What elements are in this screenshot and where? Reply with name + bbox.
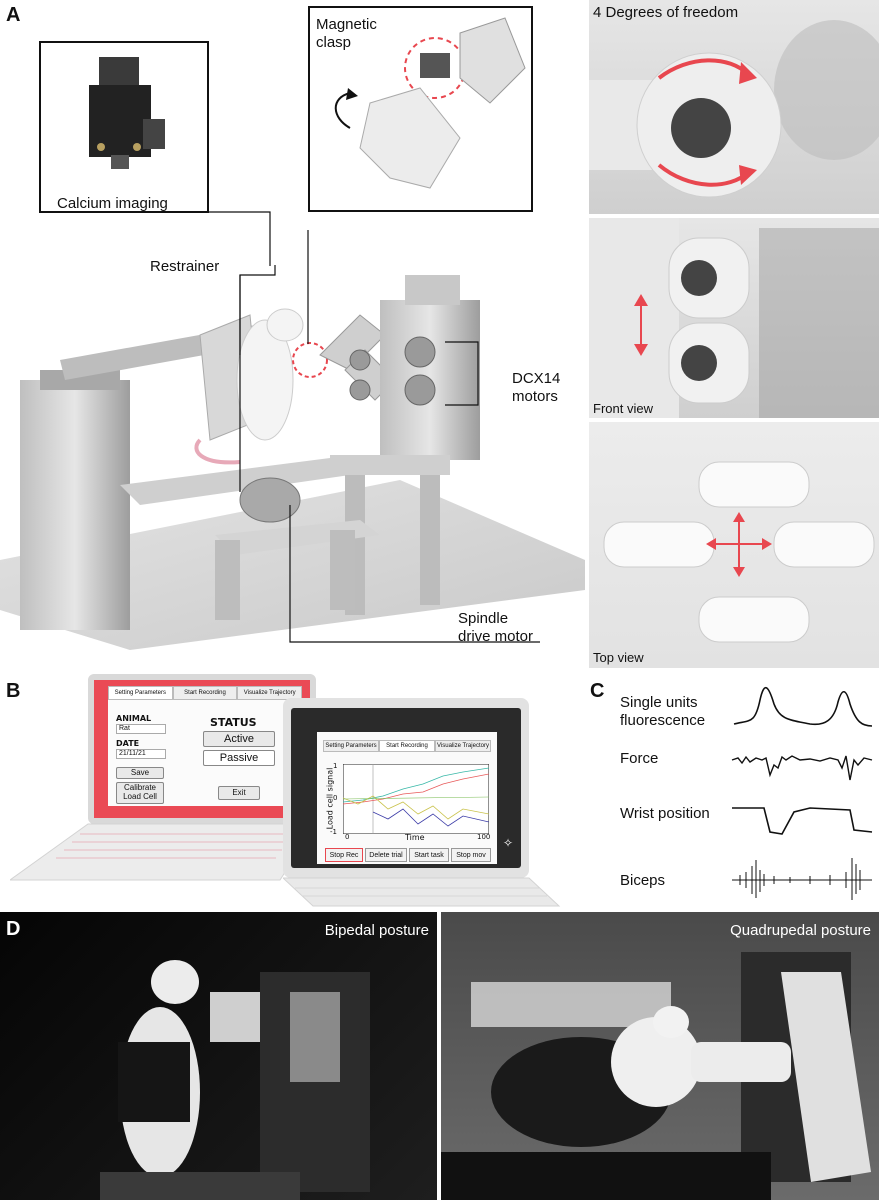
force-label: Force [620, 750, 659, 767]
stop-mov-button[interactable]: Stop mov [451, 848, 491, 862]
tab2-start-recording[interactable]: Start Recording [379, 740, 435, 752]
magnetic-clasp-inset: Magnetic clasp [308, 6, 533, 212]
recording-screen: Setting Parameters Start Recording Visua… [317, 732, 497, 864]
status-label: STATUS [210, 716, 257, 729]
ytick-1: 1 [333, 762, 338, 770]
clasp-render [334, 17, 526, 189]
dof-label: 4 Degrees of freedom [593, 4, 739, 21]
biceps-trace [732, 858, 872, 900]
laptop1-keyboard [10, 823, 310, 881]
xtick-0: 0 [345, 833, 350, 841]
quadrupedal-render [441, 952, 871, 1200]
top-view-render [603, 461, 875, 643]
tab-visualize-trajectory[interactable]: Visualize Trajectory [237, 686, 303, 700]
robot-scene [0, 230, 585, 650]
front-view-label: Front view [593, 401, 653, 416]
laptop-settings: Setting Parameters Start Recording Visua… [88, 674, 316, 824]
bipedal-render [100, 960, 370, 1200]
spindle-label-1: Spindle [458, 610, 509, 627]
magnetic-clasp-label-2: clasp [316, 34, 352, 51]
calibrate-label-1: Calibrate [123, 783, 156, 792]
front-view-render [589, 218, 879, 418]
force-trace [731, 755, 873, 781]
laptop2-keyboard [283, 877, 561, 907]
logo-icon: ✧ [503, 836, 514, 850]
calcium-imaging-inset: Calcium imaging [39, 41, 209, 213]
top-view-photo: Top view [589, 422, 879, 668]
panel-letter-a: A [6, 4, 21, 26]
animal-input[interactable]: Rat [116, 724, 166, 734]
motors-label-2: motors [512, 388, 558, 405]
ytick-0: 0 [333, 794, 338, 802]
calibrate-label-2: Load Cell [123, 792, 157, 801]
spindle-label-2: drive motor [458, 628, 534, 645]
animal-label: ANIMAL [116, 714, 152, 723]
date-input[interactable]: 21/11/21 [116, 749, 166, 759]
front-view-photo: Front view [589, 218, 879, 418]
single-units-label-2: fluorescence [620, 712, 706, 729]
calibrate-button[interactable]: Calibrate Load Cell [116, 782, 164, 804]
biceps-label: Biceps [620, 872, 666, 889]
tab2-setting-parameters[interactable]: Setting Parameters [323, 740, 379, 752]
motor-gear-2 [404, 374, 436, 406]
signal-traces [731, 686, 873, 900]
single-units-label-1: Single units [620, 694, 698, 711]
time-xlabel: Time [405, 833, 425, 842]
quadrupedal-photo: Quadrupedal posture [441, 912, 879, 1200]
calcium-leader [239, 265, 276, 492]
passive-button[interactable]: Passive [203, 750, 275, 766]
restrainer-label: Restrainer [150, 258, 220, 275]
active-button[interactable]: Active [203, 731, 275, 747]
tab-setting-parameters[interactable]: Setting Parameters [108, 686, 173, 700]
rat-body [236, 319, 294, 441]
top-view-label: Top view [593, 650, 644, 665]
tab2-visualize-trajectory[interactable]: Visualize Trajectory [435, 740, 491, 752]
calcium-camera-image [89, 57, 165, 169]
xtick-100: 100 [477, 833, 491, 841]
bipedal-label: Bipedal posture [324, 922, 429, 939]
spindle-motor [239, 477, 301, 523]
save-button[interactable]: Save [116, 767, 164, 779]
date-label: DATE [116, 739, 140, 748]
laptop-recording: Setting Parameters Start Recording Visua… [283, 698, 529, 878]
spindle-leader [289, 505, 540, 643]
left-tower [20, 380, 130, 630]
recording-tabs: Setting Parameters Start Recording Visua… [323, 740, 491, 752]
calcium-connector [208, 211, 271, 266]
dof-render [589, 20, 879, 198]
motors-label-1: DCX14 [512, 370, 561, 387]
settings-tabs: Setting Parameters Start Recording Visua… [108, 686, 303, 700]
exit-button[interactable]: Exit [218, 786, 260, 800]
start-task-button[interactable]: Start task [409, 848, 449, 862]
panel-letter-b: B [6, 680, 21, 702]
dof-photo: 4 Degrees of freedom [589, 0, 879, 214]
quadrupedal-label: Quadrupedal posture [730, 922, 871, 939]
calcium-imaging-label: Calcium imaging [57, 195, 168, 212]
platform [120, 458, 350, 505]
tab-start-recording[interactable]: Start Recording [172, 686, 238, 700]
fluorescence-trace [733, 686, 873, 727]
panel-letter-d: D [6, 918, 21, 940]
settings-screen: Setting Parameters Start Recording Visua… [108, 686, 303, 806]
recording-bezel: Setting Parameters Start Recording Visua… [291, 708, 521, 868]
motors-bracket [445, 341, 479, 406]
motor-gear-1 [404, 336, 436, 368]
wrist-trace [732, 807, 873, 835]
delete-trial-button[interactable]: Delete trial [365, 848, 407, 862]
stop-rec-button[interactable]: Stop Rec [325, 848, 363, 862]
ytick-neg1: -1 [330, 828, 337, 836]
clasp-highlight [292, 342, 328, 378]
magnetic-clasp-label-1: Magnetic [316, 16, 377, 33]
panel-letter-c: C [590, 680, 605, 702]
wrist-label: Wrist position [620, 805, 710, 822]
load-cell-plot [343, 764, 489, 834]
bipedal-photo: Bipedal posture [0, 912, 437, 1200]
